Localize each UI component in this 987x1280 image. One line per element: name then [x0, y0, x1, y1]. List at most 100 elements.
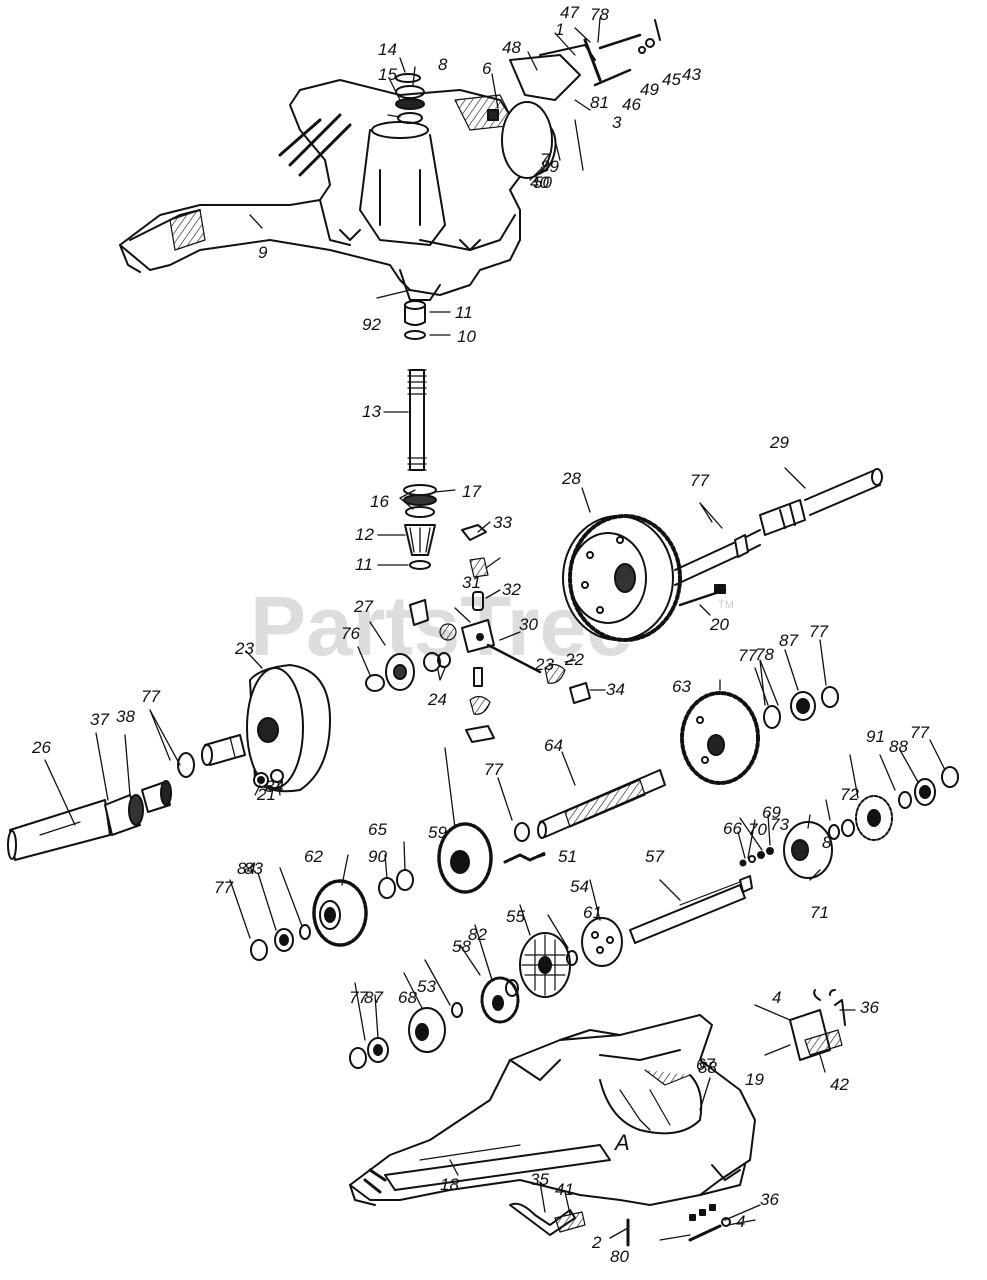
part-1-lever-bracket: [509, 54, 581, 101]
part-callout-73: 73: [770, 815, 789, 834]
part-callout-20: 20: [709, 615, 729, 634]
part-callout-51: 51: [558, 847, 577, 866]
part-callout-34: 34: [606, 680, 625, 699]
part-callout-87: 87: [364, 988, 383, 1007]
part-callout-53: 53: [417, 977, 436, 996]
part-callout-36: 36: [760, 1190, 779, 1209]
part-callout-45: 45: [662, 70, 681, 89]
part-callout-77: 77: [738, 646, 757, 665]
part-callout-50: 50: [533, 173, 552, 192]
part-callout-77: 77: [141, 687, 160, 706]
part-16-seal: [395, 98, 425, 110]
part-callout-1: 1: [555, 20, 564, 39]
countershaft-group: [514, 686, 839, 842]
part-callout-6: 6: [482, 59, 492, 78]
part-callout-29: 29: [769, 433, 789, 452]
shift-shaft-group: [629, 766, 959, 944]
part-callout-88: 88: [889, 737, 908, 756]
part-callout-16: 16: [370, 492, 389, 511]
part-callout-72: 72: [840, 785, 859, 804]
part-callout-42: 42: [830, 1075, 849, 1094]
part-15-washer: [395, 73, 421, 83]
part-callout-21: 21: [256, 785, 276, 804]
part-callout-77: 77: [484, 760, 503, 779]
part-callout-65: 65: [368, 820, 387, 839]
part-callout-31: 31: [462, 573, 481, 592]
part-callout-15: 15: [378, 65, 397, 84]
part-callout-48: 48: [502, 38, 521, 57]
part-callout-8: 8: [438, 55, 448, 74]
part-callout-43: 43: [682, 65, 701, 84]
part-callout-62: 62: [304, 847, 323, 866]
part-callout-2: 2: [591, 1233, 602, 1252]
part-callout-4: 4: [736, 1212, 745, 1231]
part-11-bushing-top: [397, 112, 423, 124]
part-callout-22: 22: [564, 650, 584, 669]
leader-lines: [44, 17, 946, 1241]
part-callout-23: 23: [234, 639, 254, 658]
part-callout-78: 78: [755, 645, 774, 664]
part-callout-30: 30: [519, 615, 538, 634]
part-callout-80: 80: [610, 1247, 629, 1266]
part-callout-77: 77: [214, 878, 233, 897]
part-callout-67: 67: [696, 1055, 715, 1074]
part-callout-69: 69: [762, 803, 781, 822]
part-45-pin: [654, 19, 661, 41]
part-callout-77: 77: [910, 723, 929, 742]
part-callout-68: 68: [398, 988, 417, 1007]
part-callout-63: 63: [672, 677, 691, 696]
part-callout-46: 46: [622, 95, 641, 114]
part-callout-77: 77: [809, 622, 828, 641]
lower-housing: [349, 1014, 756, 1206]
part-47-bolt: [598, 33, 642, 50]
part-callout-87: 87: [779, 631, 798, 650]
part-callout-35: 35: [530, 1170, 549, 1189]
gear-stack: [250, 822, 623, 1069]
part-callout-40: 40: [530, 173, 549, 192]
part-callout-11: 11: [355, 555, 373, 574]
part-callout-11: 11: [455, 303, 473, 322]
ring-gear-axle: [562, 468, 883, 642]
part-callout-82: 82: [468, 925, 487, 944]
part-callout-55: 55: [506, 907, 525, 926]
part-callout-57: 57: [645, 847, 664, 866]
part-callout-28: 28: [561, 469, 581, 488]
part-callout-19: 19: [745, 1070, 764, 1089]
part-callout-58: 58: [452, 937, 471, 956]
part-callout-13: 13: [362, 402, 381, 421]
part-callout-27: 27: [353, 597, 373, 616]
part-callouts: 1234467889101111121314151617181920212223…: [31, 3, 929, 1266]
part-callout-37: 37: [90, 710, 109, 729]
part-callout-76: 76: [341, 624, 360, 643]
part-callout-91: 91: [866, 727, 885, 746]
part-callout-49: 49: [640, 80, 659, 99]
part-callout-9: 9: [258, 243, 268, 262]
part-callout-77: 77: [690, 471, 709, 490]
part-callout-38: 38: [116, 707, 135, 726]
part-callout-a: A: [613, 1130, 630, 1155]
part-callout-59: 59: [428, 823, 447, 842]
part-callout-7: 7: [540, 150, 550, 169]
part-callout-92: 92: [362, 315, 381, 334]
part-callout-81: 81: [590, 93, 609, 112]
part-callout-24: 24: [427, 690, 447, 709]
part-callout-26: 26: [31, 738, 51, 757]
part-callout-12: 12: [355, 525, 374, 544]
part-callout-8: 8: [822, 833, 832, 852]
part-callout-32: 32: [502, 580, 521, 599]
part-callout-78: 78: [590, 5, 609, 24]
part-callout-77: 77: [349, 988, 368, 1007]
part-callout-89: 89: [540, 157, 559, 176]
part-callout-83: 83: [244, 859, 263, 878]
part-callout-10: 10: [457, 327, 476, 346]
part-callout-3: 3: [612, 113, 622, 132]
part-callout-4: 4: [772, 988, 781, 1007]
part-callout-88: 88: [698, 1058, 717, 1077]
part-callout-41: 41: [555, 1180, 574, 1199]
left-axle-group: [7, 653, 415, 861]
upper-housing: [119, 79, 526, 301]
part-callout-23: 23: [534, 655, 554, 674]
part-callout-18: 18: [440, 1175, 459, 1194]
